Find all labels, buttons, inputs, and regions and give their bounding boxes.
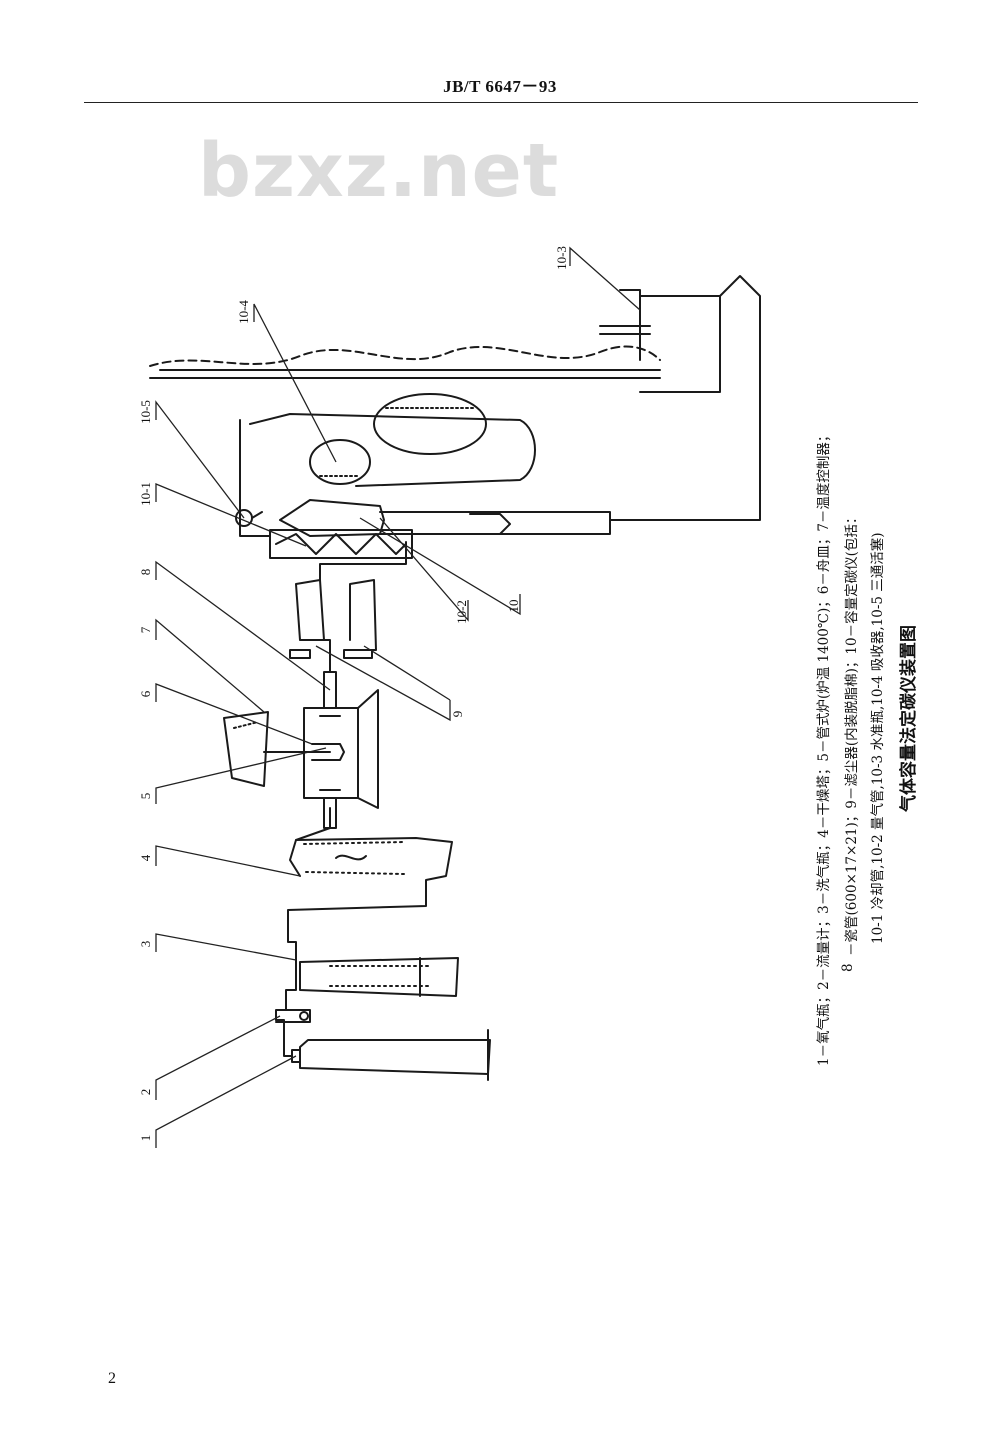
watermark: bzxz.net — [198, 128, 560, 214]
dust-filters — [289, 541, 407, 673]
temperature-controller — [223, 711, 305, 787]
page-number: 2 — [108, 1370, 116, 1387]
standard-code: JB/T 6647－93 — [443, 77, 557, 96]
gas-washing-bottle — [287, 919, 459, 997]
cooling-tube — [239, 419, 413, 559]
three-way-stopcock — [235, 509, 263, 527]
legend-line-2-number: 8 — [840, 963, 856, 972]
oxygen-cylinder — [275, 1019, 491, 1081]
gas-measuring-tube — [279, 499, 611, 537]
figure-title: 气体容量法定碳仪装置图 — [899, 625, 919, 812]
drying-tower — [287, 807, 453, 921]
flow-meter — [275, 969, 311, 1023]
legend-line-2: －瓷管(600×17×21)；9－滤尘器(内装脱脂棉)；10－容量定碳仪(包括： — [844, 510, 860, 956]
legend-line-3: 10-1 冷却管,10-2 量气管,10-3 水准瓶,10-4 吸收器,10-5… — [870, 532, 886, 944]
legend-line-1: 1－氧气瓶；2－流量计；3－洗气瓶；4－干燥塔；5－管式炉(炉温 1400℃)；… — [816, 428, 832, 1066]
header-rule — [84, 102, 918, 103]
leveling-bottle — [149, 275, 761, 521]
absorber — [249, 393, 536, 487]
